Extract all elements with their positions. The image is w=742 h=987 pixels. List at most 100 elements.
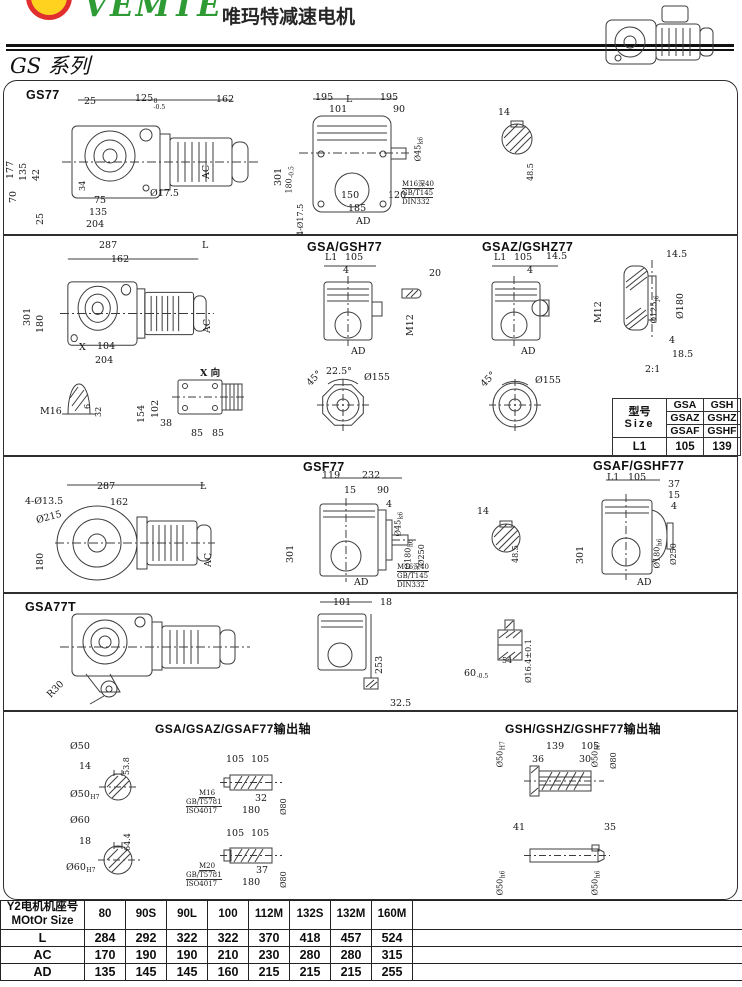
gsa-side-view-drawing <box>60 266 225 354</box>
solid-shaft-drawing <box>528 844 608 866</box>
dim-label: 4-Ø13.5 <box>25 496 64 507</box>
table-cell: 418 <box>289 929 331 947</box>
x-view-drawing <box>176 376 246 418</box>
dim-label: 4 <box>343 265 350 276</box>
dim-label: AD <box>351 346 366 357</box>
table-cell: 322 <box>207 929 249 947</box>
dim-label: L1 <box>607 472 620 483</box>
dim-label: L1 <box>494 252 507 263</box>
dim-label: 119 <box>322 470 341 481</box>
dim-label: 135 <box>89 207 108 218</box>
dim-label: 204 <box>86 219 105 230</box>
dim-label: 36 <box>532 754 545 765</box>
header-rule-2 <box>6 49 734 51</box>
gsa-front-view-drawing <box>320 278 382 344</box>
dim-label: 154 <box>136 404 147 423</box>
table-cell: 315 <box>371 946 413 964</box>
dim-label: 60-0.5 <box>464 668 489 680</box>
dim-label: 42 <box>31 168 42 181</box>
table-cell: 210 <box>207 946 249 964</box>
empty-cell <box>412 946 742 964</box>
separator-line <box>3 592 738 594</box>
dim-label: Ø80 <box>609 752 618 769</box>
table-cell: 139 <box>703 437 741 456</box>
brand-logo <box>26 0 72 20</box>
dim-label: 204 <box>95 355 114 366</box>
bushing-detail-drawing <box>494 618 528 668</box>
dim-label: 232 <box>362 470 381 481</box>
dim-label: 15 <box>344 485 357 496</box>
dim-label: 64.4 <box>123 833 132 851</box>
table-cell: 170 <box>84 946 126 964</box>
dim-label: AC <box>203 552 214 567</box>
dim-label: 150 <box>341 190 360 201</box>
row-label: L <box>0 929 85 947</box>
dim-label: M16 <box>40 406 62 417</box>
empty-cell <box>412 900 742 930</box>
hollow-shaft-drawing <box>528 764 600 798</box>
col-header: 90S <box>125 900 167 930</box>
dim-label: 35 <box>604 822 617 833</box>
dim-label: 105 <box>251 828 270 839</box>
dim-label: 101 <box>333 597 352 608</box>
thread-note: DIN332 <box>397 581 425 589</box>
table-cell: 524 <box>371 929 413 947</box>
gsaz-front-view-drawing <box>488 278 550 344</box>
dim-label: 32.5 <box>390 698 412 709</box>
thread-note: GB/T5781 <box>186 871 222 880</box>
dim-label: 301 <box>273 167 284 186</box>
table-cell: 370 <box>248 929 290 947</box>
dim-label: 18 <box>380 597 393 608</box>
table-cell: 160 <box>207 963 249 981</box>
row-label: AC <box>0 946 85 964</box>
brand-name: VEMTE <box>84 0 223 24</box>
table-cell: 322 <box>166 929 208 947</box>
dim-label: M12 <box>405 314 416 336</box>
dim-label: AC <box>202 318 213 333</box>
table-cell: 145 <box>125 963 167 981</box>
col-header: 90L <box>166 900 208 930</box>
table-cell: 280 <box>330 946 372 964</box>
table-cell: 190 <box>125 946 167 964</box>
dim-label: 102 <box>150 399 161 418</box>
thread-note: GB/T145 <box>397 572 429 581</box>
dim-label: 38 <box>160 418 173 429</box>
table-cell: GSHF <box>703 424 741 438</box>
row-label: AD <box>0 963 85 981</box>
thread-note: GB/T5781 <box>186 798 222 807</box>
dim-label: 162 <box>216 94 235 105</box>
table-cell: 280 <box>289 946 331 964</box>
dim-label: AC <box>201 164 212 179</box>
dim-label: 85 <box>191 428 204 439</box>
dim-label: 48.5 <box>511 545 520 563</box>
dim-label: 105 <box>581 741 600 752</box>
dim-label: 14 <box>498 107 511 118</box>
dim-label: 139 <box>546 741 565 752</box>
table-cell: 190 <box>166 946 208 964</box>
table-cell: 215 <box>248 963 290 981</box>
table-cell: 284 <box>84 929 126 947</box>
gs77-side-view-drawing <box>62 108 272 208</box>
gsf-key-section-drawing <box>488 518 526 556</box>
series-title: GS 系列 <box>10 54 90 78</box>
header-rule <box>6 44 734 47</box>
dim-label: 195 <box>315 92 334 103</box>
dim-label: Ø155 <box>535 375 561 386</box>
dim-label: 105 <box>628 472 647 483</box>
col-header: 160M <box>371 900 413 930</box>
shaft-stub-detail-drawing <box>398 286 426 300</box>
dim-label: 75 <box>94 195 107 206</box>
dim-label: Ø60 <box>70 815 90 826</box>
dim-label: 301 <box>285 544 296 563</box>
dim-label: Ø80 <box>279 798 288 815</box>
dim-label: 22.5° <box>326 366 352 377</box>
dim-label: Ø180 <box>675 293 686 319</box>
dim-label: 105 <box>226 754 245 765</box>
thread-note: ISO4017 <box>186 807 218 815</box>
plug-detail-drawing <box>64 380 94 416</box>
dim-label: 41 <box>513 822 526 833</box>
